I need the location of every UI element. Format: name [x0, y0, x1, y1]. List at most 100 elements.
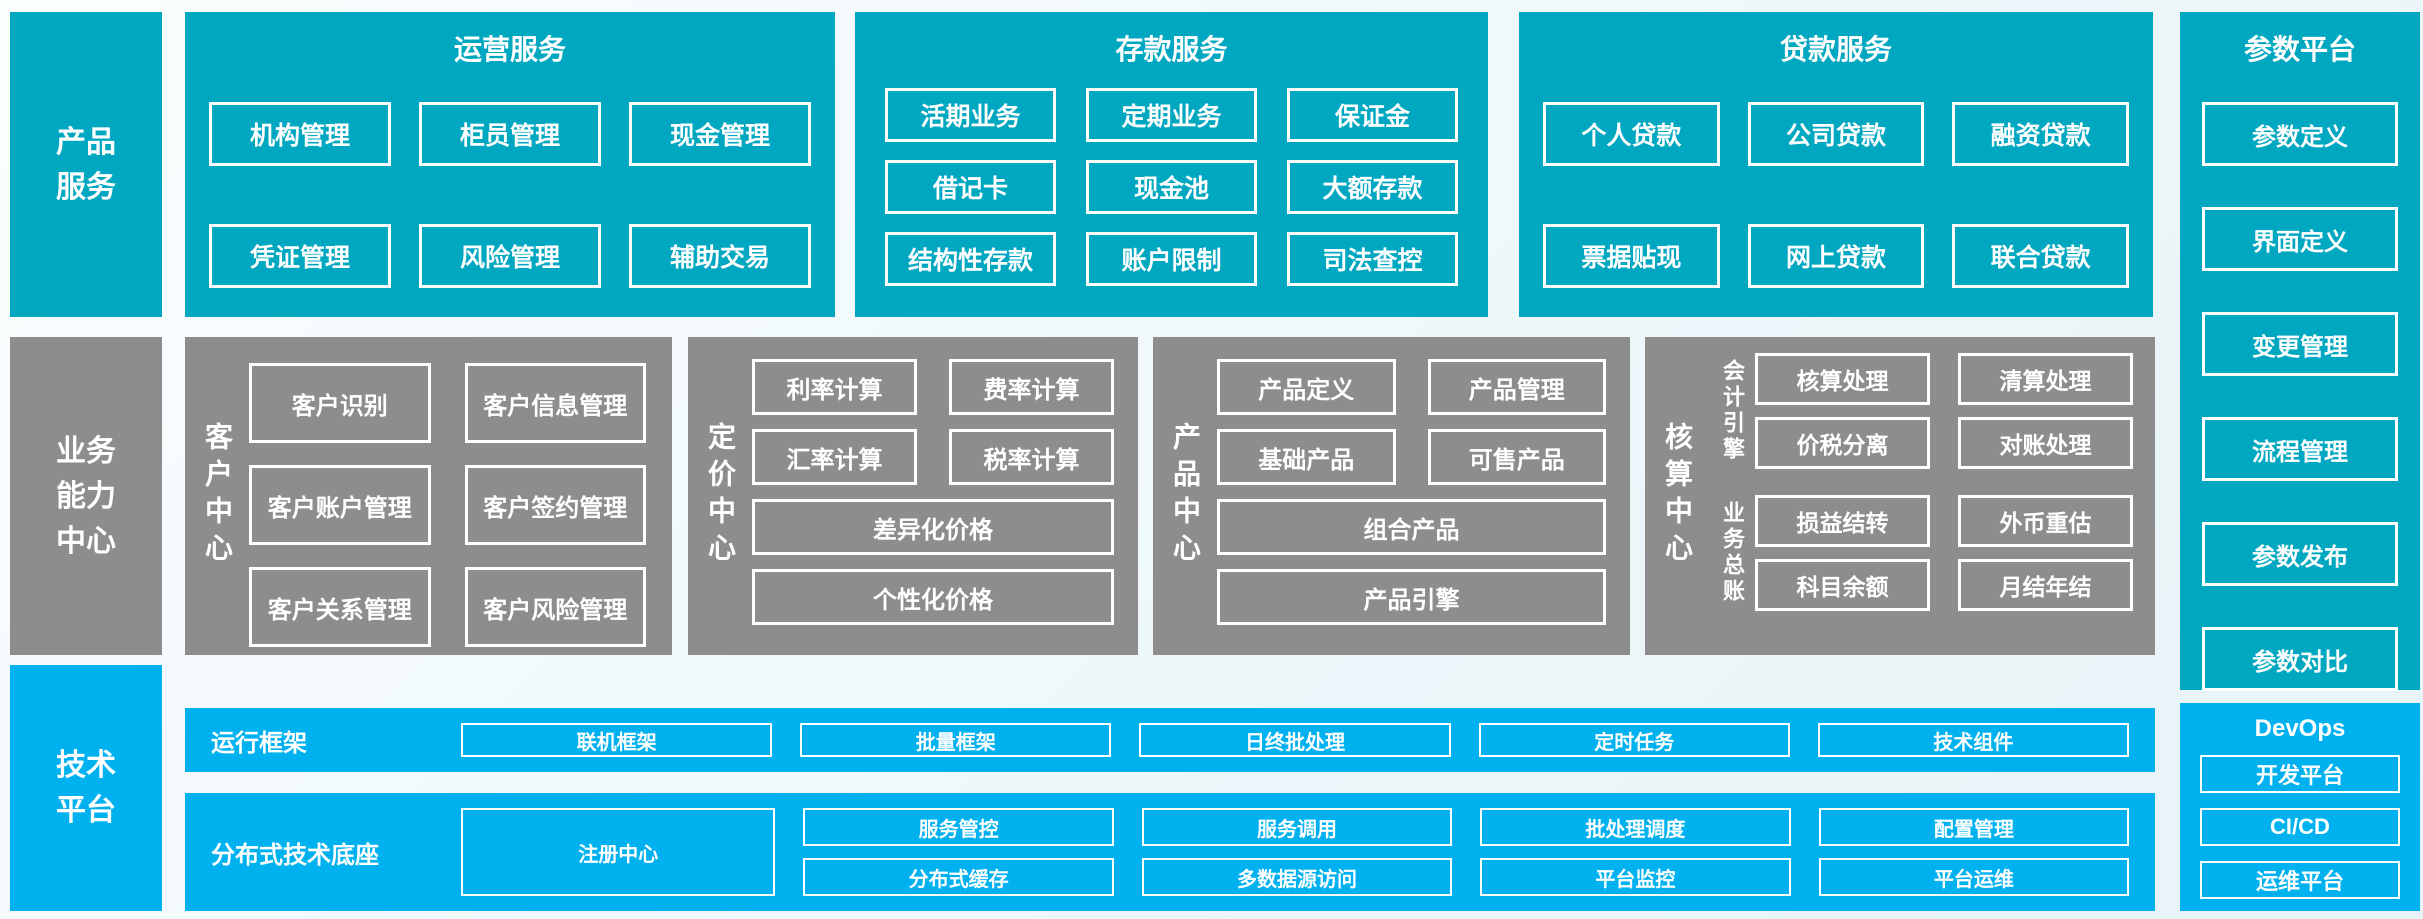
module-box: 借记卡 [885, 160, 1056, 214]
module-box: 配置管理 [1818, 808, 2130, 846]
module-box: 批量框架 [800, 723, 1112, 757]
module-stack: 批处理调度 平台监控 [1480, 808, 1791, 896]
module-box: 平台运维 [1818, 858, 2130, 896]
module-box: 活期业务 [885, 88, 1056, 142]
section-deposit-services: 存款服务 活期业务 定期业务 保证金 借记卡 现金池 大额存款 结构性存款 账户… [855, 12, 1488, 317]
product-grid: 产品定义 产品管理 基础产品 可售产品 组合产品 产品引擎 [1217, 337, 1630, 655]
section-title: 贷款服务 [1779, 34, 1892, 65]
rail-business-capability-label: 业务能力中心 [56, 434, 116, 558]
operations-grid: 机构管理 柜员管理 现金管理 凭证管理 风险管理 辅助交易 [185, 68, 835, 317]
module-box: 外币重估 [1958, 495, 2133, 547]
module-box: 参数定义 [2202, 102, 2398, 166]
bar-label: 运行框架 [211, 729, 307, 757]
module-stack: 服务调用 多数据源访问 [1141, 808, 1453, 896]
bar-distributed-tech-base: 分布式技术底座 注册中心 服务管控 分布式缓存 服务调用 多数据源访问 批处理调… [185, 793, 2155, 911]
module-box: 联合贷款 [1952, 224, 2129, 288]
module-stack: 配置管理 平台运维 [1818, 808, 2130, 896]
section-product-center: 产品中心 产品定义 产品管理 基础产品 可售产品 组合产品 产品引擎 [1153, 337, 1630, 655]
module-box: 核算处理 [1755, 353, 1930, 405]
module-box: 流程管理 [2202, 417, 2398, 481]
module-box: 技术组件 [1817, 723, 2130, 757]
module-box: 汇率计算 [752, 429, 917, 485]
section-vertical-label: 产品中心 [1170, 422, 1201, 570]
section-title: DevOps [2254, 715, 2346, 742]
section-parameter-platform: 参数平台 参数定义 界面定义 变更管理 流程管理 参数发布 参数对比 [2180, 12, 2420, 691]
module-box-wide: 产品引擎 [1217, 569, 1606, 625]
loans-grid: 个人贷款 公司贷款 融资贷款 票据贴现 网上贷款 联合贷款 [1519, 68, 2153, 317]
module-box: 月结年结 [1958, 559, 2133, 611]
module-stack: 服务管控 分布式缓存 [803, 808, 1114, 896]
rail-product-services-label: 产品服务 [56, 125, 116, 204]
module-box: 科目余额 [1755, 559, 1930, 611]
module-box: 参数对比 [2202, 627, 2398, 691]
module-box: 平台监控 [1480, 858, 1791, 896]
module-box: 基础产品 [1217, 429, 1396, 485]
module-box: 界面定义 [2202, 207, 2398, 271]
module-box: 大额存款 [1287, 160, 1458, 214]
module-box: 账户限制 [1086, 232, 1257, 286]
module-box: 日终批处理 [1139, 723, 1451, 757]
customer-grid: 客户识别 客户信息管理 客户账户管理 客户签约管理 客户关系管理 客户风险管理 [249, 337, 672, 655]
module-box: CI/CD [2200, 808, 2400, 846]
module-box-wide: 差异化价格 [752, 499, 1114, 555]
module-box-wide: 组合产品 [1217, 499, 1606, 555]
module-box: 客户识别 [249, 363, 431, 443]
module-box: 开发平台 [2200, 755, 2400, 793]
section-devops: DevOps 开发平台 CI/CD 运维平台 [2180, 703, 2420, 911]
accounting-engine-group: 会计引擎 核算处理 清算处理 价税分离 对账处理 [1709, 353, 2133, 469]
module-box: 公司贷款 [1747, 102, 1925, 166]
module-box: 网上贷款 [1747, 224, 1925, 288]
module-box-registry: 注册中心 [461, 808, 776, 896]
devops-list: 开发平台 CI/CD 运维平台 [2180, 743, 2420, 899]
module-box: 服务调用 [1141, 808, 1453, 846]
bar-label: 分布式技术底座 [211, 841, 379, 869]
module-box: 个人贷款 [1543, 102, 1720, 166]
module-box: 融资贷款 [1952, 102, 2129, 166]
module-box: 现金管理 [629, 102, 811, 166]
section-title: 参数平台 [2243, 34, 2356, 65]
module-box: 损益结转 [1755, 495, 1930, 547]
module-box: 服务管控 [803, 808, 1114, 846]
group-vertical-label: 业务总账 [1720, 501, 1745, 605]
module-box: 保证金 [1287, 88, 1458, 142]
business-ledger-group: 业务总账 损益结转 外币重估 科目余额 月结年结 [1709, 495, 2133, 611]
module-box: 批处理调度 [1480, 808, 1791, 846]
module-box: 辅助交易 [629, 224, 811, 288]
module-box: 联机框架 [461, 723, 773, 757]
rail-product-services: 产品服务 [10, 12, 162, 317]
module-box: 参数发布 [2202, 522, 2398, 586]
module-box: 定时任务 [1478, 723, 1790, 757]
module-box: 费率计算 [949, 359, 1114, 415]
module-box: 价税分离 [1755, 417, 1930, 469]
module-box: 税率计算 [949, 429, 1114, 485]
rail-tech-platform: 技术平台 [10, 665, 162, 911]
module-box: 司法查控 [1287, 232, 1458, 286]
module-box: 产品定义 [1217, 359, 1396, 415]
section-customer-center: 客户中心 客户识别 客户信息管理 客户账户管理 客户签约管理 客户关系管理 客户… [185, 337, 672, 655]
section-operations-services: 运营服务 机构管理 柜员管理 现金管理 凭证管理 风险管理 辅助交易 [185, 12, 835, 317]
group-vertical-label: 会计引擎 [1720, 359, 1745, 463]
section-accounting-center: 核算中心 会计引擎 核算处理 清算处理 价税分离 对账处理 业务总账 损益结转 … [1645, 337, 2155, 655]
module-box: 可售产品 [1427, 429, 1606, 485]
module-box-wide: 个性化价格 [752, 569, 1114, 625]
module-box: 对账处理 [1958, 417, 2133, 469]
module-box: 客户风险管理 [464, 567, 646, 647]
rail-business-capability-center: 业务能力中心 [10, 337, 162, 655]
module-box: 结构性存款 [885, 232, 1056, 286]
module-box: 客户信息管理 [464, 363, 646, 443]
section-title: 运营服务 [453, 34, 566, 65]
module-box: 变更管理 [2202, 312, 2398, 376]
section-title: 存款服务 [1115, 34, 1228, 65]
module-box: 柜员管理 [419, 102, 601, 166]
module-box: 运维平台 [2200, 861, 2400, 899]
module-box: 机构管理 [209, 102, 391, 166]
module-box: 客户账户管理 [249, 465, 431, 545]
business-ledger-grid: 损益结转 外币重估 科目余额 月结年结 [1755, 495, 2133, 611]
section-vertical-label: 定价中心 [705, 422, 736, 570]
module-box: 清算处理 [1958, 353, 2133, 405]
pricing-grid: 利率计算 费率计算 汇率计算 税率计算 差异化价格 个性化价格 [752, 337, 1138, 655]
section-vertical-label: 核算中心 [1662, 422, 1693, 570]
module-box: 利率计算 [752, 359, 917, 415]
parameter-list: 参数定义 界面定义 变更管理 流程管理 参数发布 参数对比 [2180, 68, 2420, 691]
